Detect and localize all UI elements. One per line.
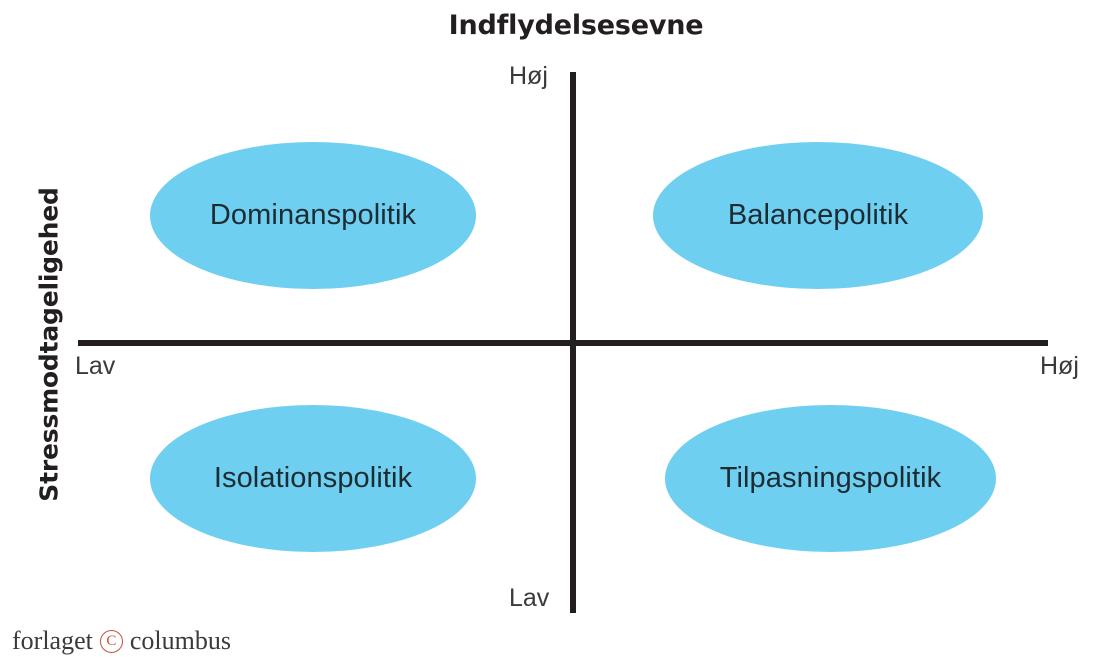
axis-label-horizontal-low: Lav: [75, 352, 116, 380]
quadrant-bubble-bottom-left: Isolationspolitik: [150, 405, 476, 552]
logo-word-columbus: columbus: [129, 626, 231, 655]
copyright-icon: C: [99, 629, 123, 653]
publisher-logo: forlaget C columbus: [12, 628, 231, 654]
logo-word-forlaget: forlaget: [12, 626, 93, 655]
axis-label-vertical-high: Høj: [509, 62, 548, 90]
quadrant-bubble-top-right: Balancepolitik: [653, 142, 983, 289]
horizontal-axis-line: [78, 340, 1048, 346]
axis-label-vertical-low: Lav: [509, 584, 550, 612]
page-title: Indflydelsesevne: [448, 10, 704, 41]
y-axis-title: Stressmodtageligehed: [34, 187, 64, 502]
axis-label-horizontal-high: Høj: [1040, 352, 1079, 380]
quadrant-bubble-bottom-right: Tilpasningspolitik: [665, 405, 996, 552]
quadrant-bubble-top-left: Dominanspolitik: [150, 142, 476, 289]
